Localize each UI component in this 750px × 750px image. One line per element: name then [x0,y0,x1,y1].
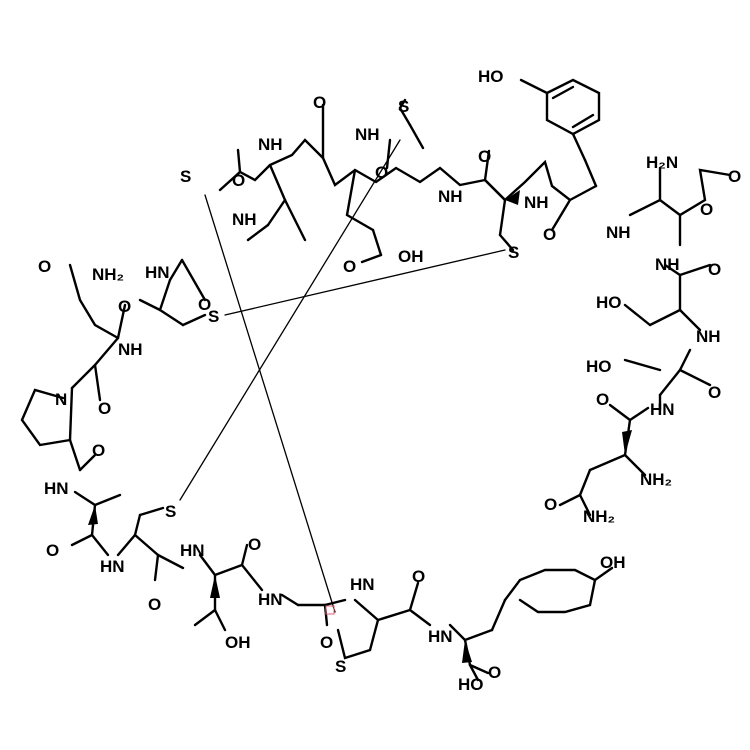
atom-label: HN [180,541,205,560]
atom-label: HN [350,575,375,594]
atom-label: NH [606,223,631,242]
atom-label: NH₂ [640,470,672,489]
atom-label: S [398,97,409,116]
atom-label: HO [478,67,504,86]
atom-label: O [38,257,51,276]
atom-label: O [700,200,713,219]
atom-label: HN [145,263,170,282]
atom-label: S [165,502,176,521]
bond-skeleton [20,78,732,682]
atom-label: HO [596,293,622,312]
atom-label: O [343,257,356,276]
atom-label: O [98,399,111,418]
atom-label: NH [655,255,680,274]
atom-label: O [412,567,425,586]
atom-label: O [488,663,501,682]
atom-label: HN [258,590,283,609]
atom-label: O [728,167,741,186]
atom-label: OH [225,633,251,652]
atom-label: O [478,147,491,166]
selection-marker [325,605,335,615]
atom-label: O [375,163,388,182]
atom-label: O [543,225,556,244]
atom-label: O [92,441,105,460]
atom-label: HO [586,357,612,376]
atom-label: O [118,297,131,316]
disulfide-crosslinks [179,139,506,613]
atom-label: O [313,93,326,112]
atom-label: NH [355,125,380,144]
atom-label: O [248,535,261,554]
atom-label: H₂N [646,153,678,172]
atom-label: NH [118,340,143,359]
atom-label: NH₂ [583,507,615,526]
atom-label: OH [600,553,626,572]
atom-label: NH₂ [92,265,124,284]
atom-label: O [708,383,721,402]
atom-label: HO [458,675,484,694]
atom-label: S [508,243,519,262]
atom-label: NH [258,135,283,154]
atom-label: N [55,390,67,409]
atom-label: O [544,495,557,514]
atom-label: NH [438,187,463,206]
atom-label: O [232,171,245,190]
atom-label: S [335,657,346,676]
atom-label: HN [428,627,453,646]
atom-label: S [208,307,219,326]
atom-label: O [148,595,161,614]
atom-label: O [596,390,609,409]
stereo-wedges [88,190,632,663]
atom-label: O [46,541,59,560]
atom-label: O [708,260,721,279]
atom-label: O [320,633,333,652]
atom-label: OH [398,247,424,266]
atom-label: NH [232,210,257,229]
atom-label: S [180,167,191,186]
atom-label: O [198,295,211,314]
atom-label: HN [100,557,125,576]
atom-label: NH [696,327,721,346]
atom-labels: HO S NH NH O O H₂N O S NH O NH O O OH S … [38,67,741,694]
atom-label: HN [44,479,69,498]
atom-label: NH [524,193,549,212]
atom-label: HN [650,400,675,419]
